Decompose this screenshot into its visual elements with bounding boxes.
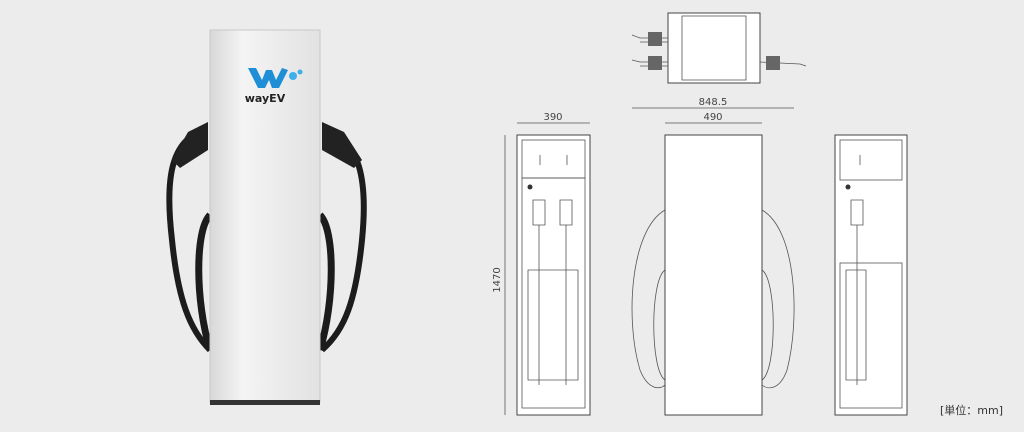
wayev-logo: wayEV (245, 68, 303, 105)
top-view-drawing (631, 12, 807, 84)
dim-side-width: 390 (543, 112, 562, 123)
logo-text: wayEV (245, 92, 286, 105)
dim-body-width: 490 (703, 112, 722, 123)
charger-photo: wayEV (166, 29, 367, 405)
unit-label: [単位：mm] (940, 404, 1004, 417)
charger-body (209, 29, 321, 403)
dim-overall-width: 848.5 (699, 97, 728, 108)
right-connector (322, 122, 362, 168)
side-view-drawing: 390 1470 (492, 112, 591, 416)
rear-side-view-drawing (834, 134, 908, 416)
dim-height: 1470 (492, 267, 503, 292)
left-connector (172, 122, 208, 168)
front-view-drawing: 848.5 490 (631, 97, 795, 416)
